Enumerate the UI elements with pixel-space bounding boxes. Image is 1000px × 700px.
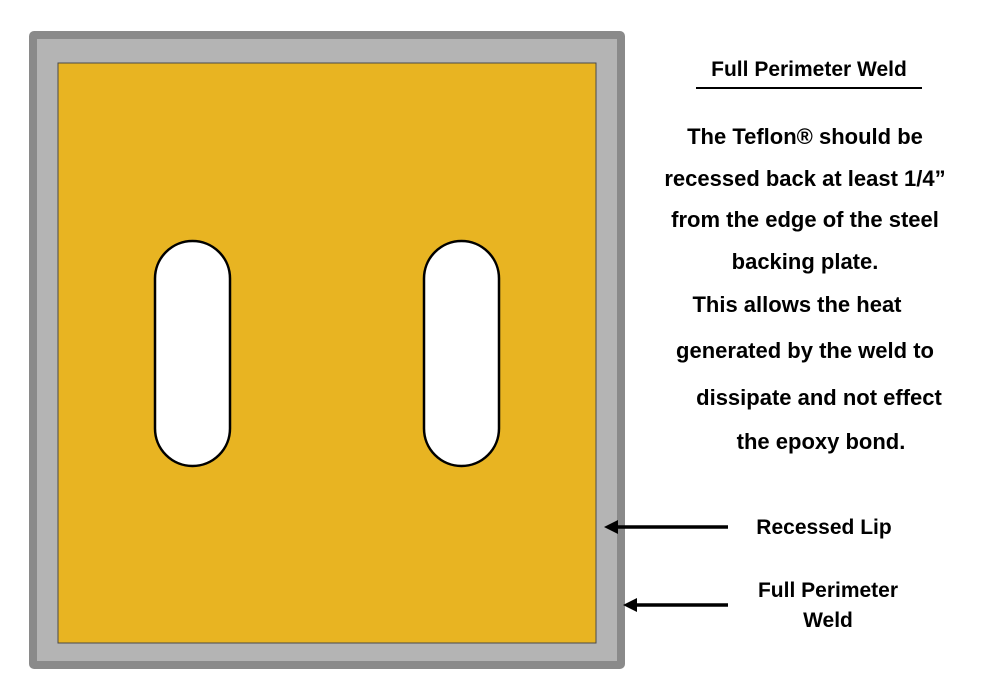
note-line-1: The Teflon® should be (687, 124, 923, 149)
note-line-8: the epoxy bond. (736, 429, 906, 454)
slot-left (153, 239, 232, 468)
note-line-5: This allows the heat (692, 292, 902, 317)
note-line-7: dissipate and not effect (696, 385, 942, 410)
weld-label-line-1: Full Perimeter (757, 579, 899, 602)
weld-label-line-2: Weld (803, 609, 853, 632)
note-line-4: backing plate. (731, 249, 879, 274)
recessed-lip-arrow (604, 520, 728, 534)
recessed-lip-label: Recessed Lip (756, 516, 892, 539)
slot-right (422, 239, 501, 468)
perimeter-weld-arrow (623, 598, 728, 612)
note-line-3: from the edge of the steel (671, 207, 939, 232)
note-line-6: generated by the weld to (676, 338, 934, 363)
diagram-title: Full Perimeter Weld (696, 58, 922, 89)
teflon-pad (57, 62, 597, 644)
note-line-2: recessed back at least 1/4” (664, 166, 946, 191)
